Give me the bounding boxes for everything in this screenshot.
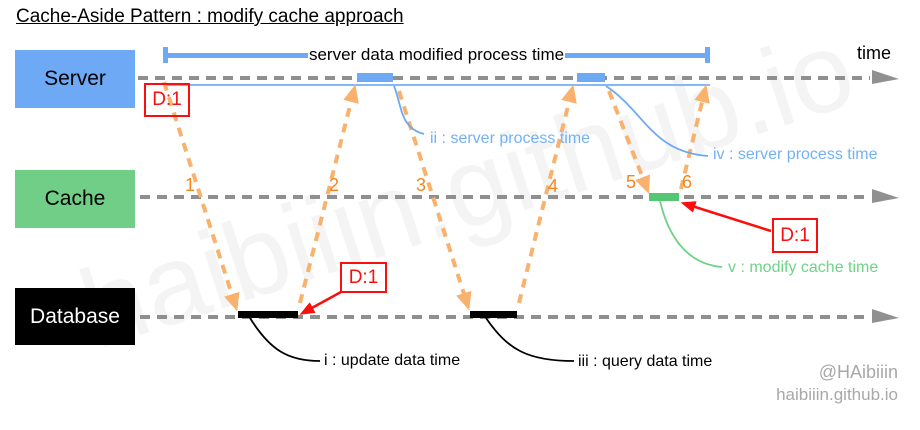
tag-arrow-database	[299, 290, 342, 315]
cache-modify-bar	[649, 193, 679, 201]
leader-ii	[393, 85, 425, 135]
flow-arrow-4	[517, 84, 577, 304]
time-axis-label: time	[857, 43, 892, 63]
bracket-label: server data modified process time	[308, 45, 565, 64]
page-title: Cache-Aside Pattern : modify cache appro…	[16, 6, 404, 27]
lane-box-cache: Cache	[15, 170, 135, 228]
lane-box-database: Database	[15, 288, 135, 345]
step-number-3: 3	[416, 175, 427, 195]
data-tag-database: D:1	[340, 262, 387, 293]
data-tag-cache: D:1	[772, 218, 818, 253]
data-tag-server: D:1	[144, 83, 190, 117]
timeline-dashed-lines	[138, 76, 870, 319]
database-update-bar	[238, 311, 298, 318]
process-time-bracket: server data modified process time	[163, 45, 711, 64]
signature-site: haibiiin.github.io	[776, 384, 898, 404]
tag-arrow-cache	[680, 201, 772, 233]
step-number-2: 2	[329, 175, 340, 195]
signature-handle: @HAibiiin	[818, 362, 898, 382]
step-number-1: 1	[185, 175, 196, 195]
flow-arrow-5	[607, 90, 651, 195]
server-process-bar-2	[577, 73, 605, 82]
leader-iv	[605, 85, 709, 157]
signature: @HAibiiin haibiiin.github.io	[776, 361, 898, 405]
bracket-right-cap	[705, 47, 711, 63]
flow-arrows	[162, 81, 710, 312]
step-number-4: 4	[548, 176, 559, 196]
leader-v	[659, 200, 723, 268]
server-process-bar-1	[357, 73, 393, 82]
database-query-bar	[470, 311, 517, 318]
label-query-data-time: iii : query data time	[578, 353, 713, 370]
label-update-data-time: i : update data time	[324, 352, 461, 369]
bracket-left-cap	[163, 47, 168, 63]
timeline-arrowheads	[872, 70, 899, 323]
flow-arrow-1	[162, 81, 240, 312]
leader-i	[249, 317, 321, 362]
label-modify-cache-time: v : modify cache time	[728, 259, 879, 276]
label-server-process-time-ii: ii : server process time	[430, 130, 591, 147]
bracket-line-right	[565, 52, 706, 58]
bracket-line-left	[168, 52, 308, 58]
flow-arrow-3	[397, 90, 472, 311]
lane-box-server: Server	[15, 50, 135, 108]
leader-iii	[485, 317, 575, 362]
step-number-5: 5	[626, 172, 637, 192]
step-number-6: 6	[682, 172, 693, 192]
flow-arrow-2	[298, 84, 359, 304]
label-server-process-time-iv: iv : server process time	[713, 146, 878, 163]
